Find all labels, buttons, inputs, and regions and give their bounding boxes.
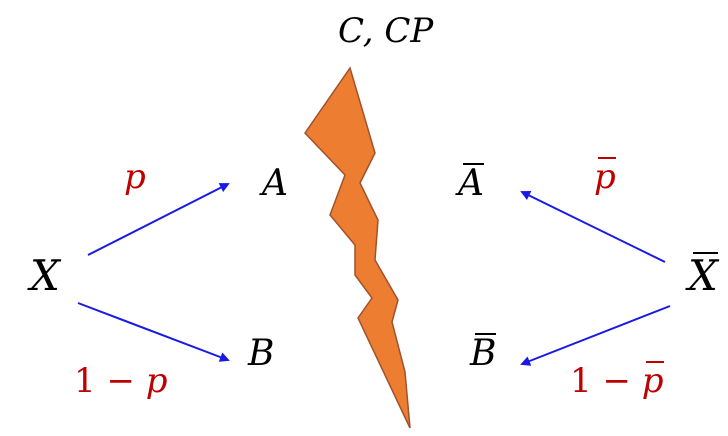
prob-p: p [124,157,146,197]
node-a-bar-symbol: A [458,163,484,204]
prob-one-minus-prefix: 1 − [74,361,146,401]
arrow-xbar-to-bbar [520,305,671,366]
title-label: C, CP [338,11,434,51]
node-x-bar-symbol: X [688,251,718,300]
node-a-bar: A [458,163,484,204]
node-b: B [248,333,275,374]
lightning-bolt-icon [304,66,411,429]
arrow-xbar-to-abar [520,191,666,263]
prob-one-minus-bar-prefix: 1 − [570,361,642,401]
prob-one-minus-p-bar: 1 − p [570,361,664,401]
prob-p-bar-symbol: p [594,157,616,197]
node-b-bar: B [470,333,497,374]
node-a: A [262,163,288,204]
node-x-bar: X [688,251,718,300]
prob-one-minus-bar-var: p [641,361,664,401]
node-b-bar-symbol: B [470,333,497,374]
node-x: X [30,251,60,300]
arrow-x-to-a [87,183,230,256]
prob-one-minus-var: p [145,361,168,401]
prob-one-minus-p: 1 − p [74,364,168,399]
prob-p-bar: p [594,157,616,197]
arrow-x-to-b [77,302,230,362]
